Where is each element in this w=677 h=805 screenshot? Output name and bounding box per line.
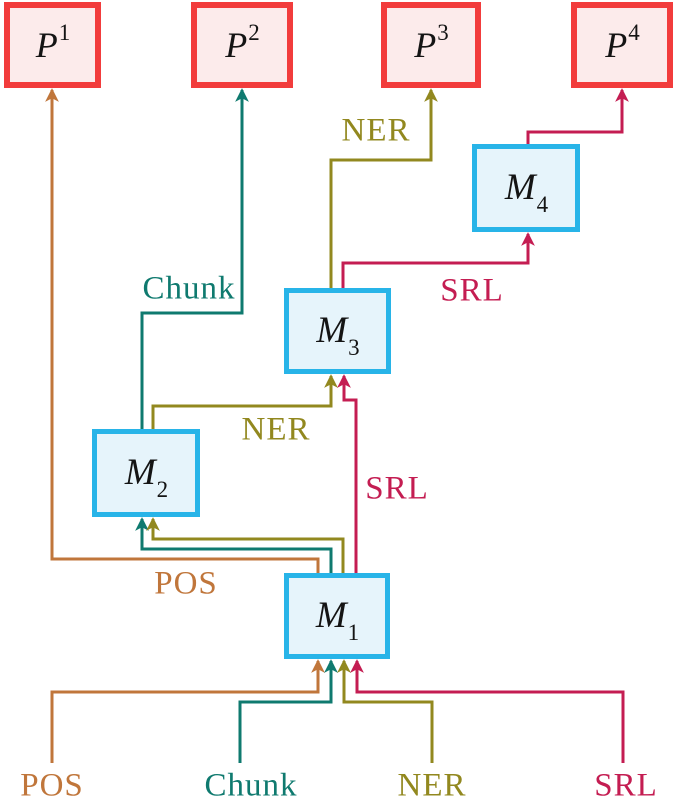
edge-m2-to-p2-chunk bbox=[140, 88, 249, 429]
node-m3-sub: 3 bbox=[348, 335, 360, 361]
node-p2-sup: 2 bbox=[248, 19, 260, 45]
node-m3-base: M bbox=[316, 309, 348, 351]
node-m1-label: M1 bbox=[315, 594, 359, 644]
edge-label-pos-bottom: POS bbox=[20, 767, 84, 804]
node-p3-label: P3 bbox=[414, 21, 449, 65]
node-p3: P3 bbox=[381, 2, 481, 88]
node-p1-base: P bbox=[35, 25, 58, 65]
edge-label-chunk-bottom: Chunk bbox=[204, 767, 298, 804]
node-p2-base: P bbox=[225, 25, 248, 65]
node-m2-sub: 2 bbox=[156, 477, 169, 503]
edge-label-srl-top: SRL bbox=[440, 272, 504, 309]
edge-m3-to-m4-srl bbox=[341, 232, 535, 288]
edge-label-chunk-top: Chunk bbox=[142, 270, 236, 307]
edge-label-ner-bottom: NER bbox=[397, 767, 467, 804]
node-p3-base: P bbox=[414, 25, 437, 65]
edge-m1-to-m2-ner bbox=[146, 517, 345, 573]
edge-label-srl-bottom: SRL bbox=[594, 767, 658, 804]
edge-m3-to-p3-ner bbox=[329, 88, 438, 288]
edge-chunk-input-to-m1 bbox=[238, 659, 338, 763]
node-m4-base: M bbox=[504, 166, 536, 208]
node-m3-label: M3 bbox=[316, 309, 359, 359]
node-p2-label: P2 bbox=[225, 21, 260, 65]
edge-label-ner-top: NER bbox=[341, 112, 411, 149]
edge-label-srl-mid: SRL bbox=[365, 470, 429, 507]
node-p3-sup: 3 bbox=[437, 19, 449, 45]
edge-m1-to-p1-pos bbox=[45, 88, 320, 573]
edge-ner-input-to-m1 bbox=[337, 659, 434, 763]
edge-srl-input-to-m1 bbox=[350, 659, 625, 763]
node-m1-sub: 1 bbox=[347, 620, 360, 646]
edge-pos-input-to-m1 bbox=[50, 659, 325, 763]
edge-label-ner-mid: NER bbox=[241, 411, 311, 448]
node-m4-sub: 4 bbox=[536, 192, 549, 218]
node-m2-base: M bbox=[124, 451, 156, 493]
edge-m1-to-m2-chunk bbox=[135, 517, 333, 573]
node-m2: M2 bbox=[92, 429, 200, 517]
node-m4: M4 bbox=[472, 144, 580, 232]
node-p4-label: P4 bbox=[605, 21, 640, 65]
node-p1: P1 bbox=[4, 2, 101, 88]
node-p2: P2 bbox=[191, 2, 293, 88]
edge-label-pos-mid: POS bbox=[154, 565, 218, 602]
node-m1: M1 bbox=[284, 573, 390, 659]
node-p4: P4 bbox=[571, 2, 673, 88]
edge-m4-to-p4-srl bbox=[526, 88, 629, 144]
node-p4-base: P bbox=[605, 25, 628, 65]
node-m3: M3 bbox=[284, 288, 391, 374]
node-m4-label: M4 bbox=[504, 166, 548, 216]
edge-m1-to-m3-srl bbox=[337, 374, 358, 573]
node-p1-sup: 1 bbox=[58, 19, 71, 45]
node-m1-base: M bbox=[315, 594, 347, 636]
node-m2-label: M2 bbox=[124, 451, 168, 501]
node-p4-sup: 4 bbox=[628, 19, 640, 45]
node-p1-label: P1 bbox=[35, 21, 71, 65]
edge-m2-to-m3-ner bbox=[151, 374, 338, 429]
